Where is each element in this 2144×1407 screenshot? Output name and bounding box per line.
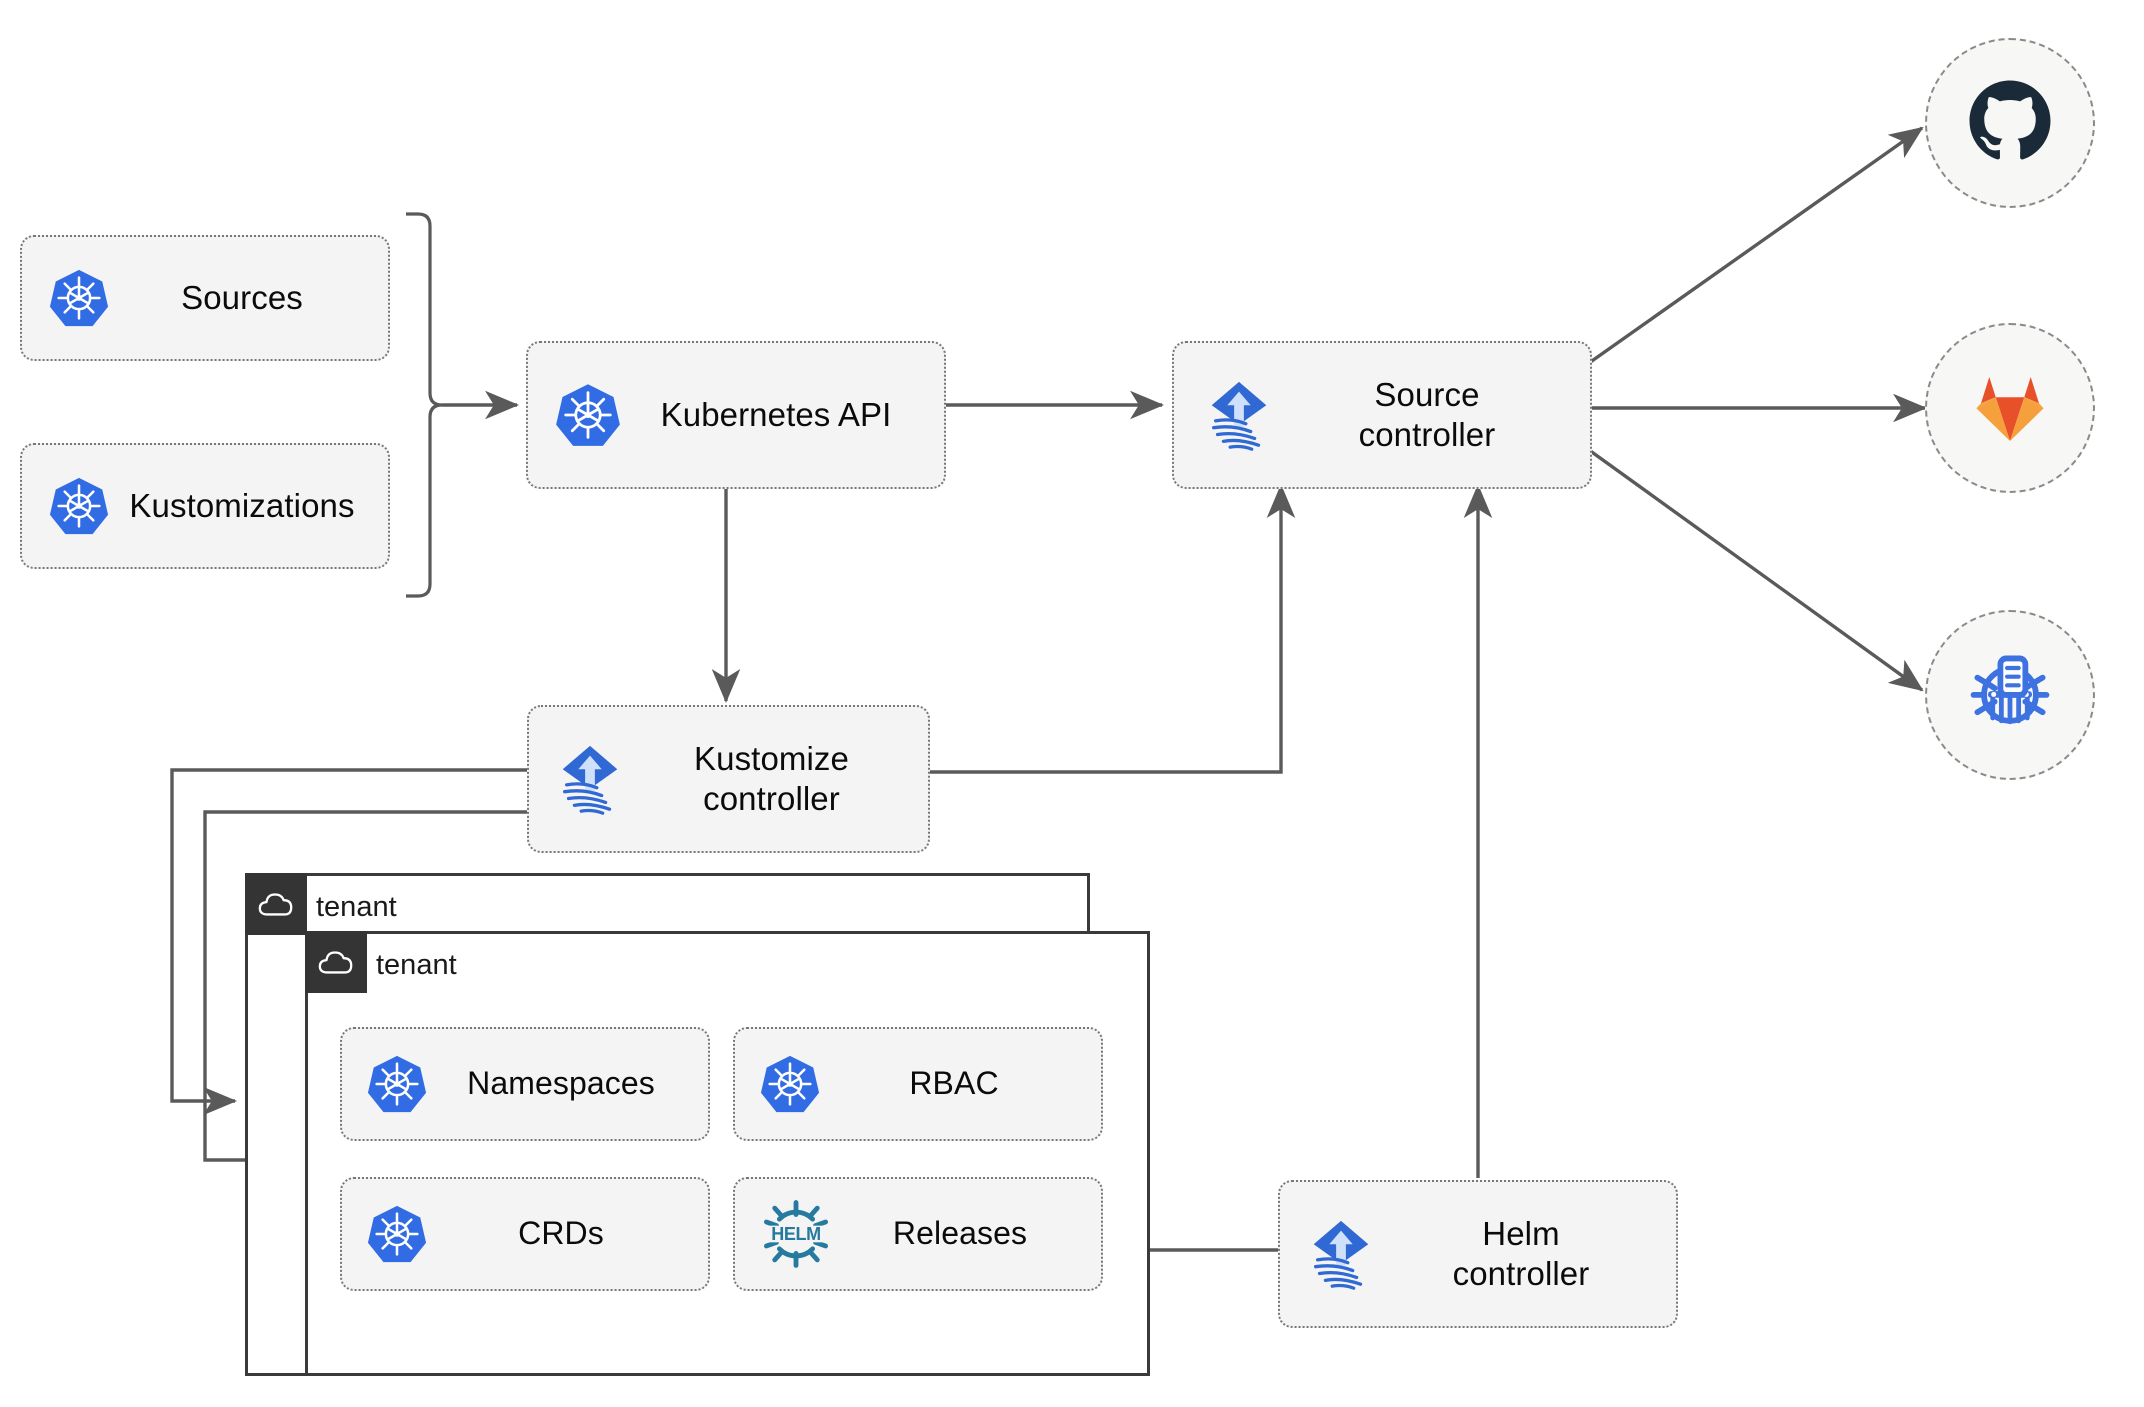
github-icon	[1964, 75, 2056, 172]
node-label: CRDs	[518, 1215, 604, 1252]
node-kubernetes-api[interactable]: Kubernetes API	[526, 341, 946, 489]
node-sources[interactable]: Sources	[20, 235, 390, 361]
svg-text:HELM: HELM	[771, 1224, 821, 1244]
node-helm-controller[interactable]: Helm controller	[1278, 1180, 1678, 1328]
kubernetes-icon	[554, 381, 622, 449]
node-source-controller[interactable]: Source controller	[1172, 341, 1592, 489]
node-label: Helm controller	[1452, 1214, 1590, 1292]
edge-source-to-helm-repo	[1588, 448, 1924, 692]
tenant-label: tenant	[316, 890, 397, 923]
repo-circle-helm-repository[interactable]	[1925, 610, 2095, 780]
kubernetes-icon	[759, 1053, 821, 1115]
kubernetes-icon	[366, 1053, 428, 1115]
node-label: Kustomize controller	[694, 739, 849, 817]
flux-icon	[551, 740, 629, 818]
node-label: Releases	[892, 1215, 1028, 1252]
tenant-container-inner[interactable]: tenant	[305, 931, 1150, 1376]
flux-icon	[1302, 1215, 1380, 1293]
repo-circle-gitlab[interactable]	[1925, 323, 2095, 493]
cloud-icon	[245, 873, 307, 935]
node-crds[interactable]: CRDs	[340, 1177, 710, 1291]
node-rbac[interactable]: RBAC	[733, 1027, 1103, 1141]
node-label: Kustomizations	[129, 486, 355, 524]
kubernetes-icon	[48, 267, 110, 329]
node-label: Namespaces	[467, 1065, 655, 1102]
tenant-label: tenant	[376, 948, 457, 981]
node-label: RBAC	[909, 1065, 999, 1102]
node-releases[interactable]: HELM Releases	[733, 1177, 1103, 1291]
helm-icon: HELM	[759, 1197, 833, 1271]
flux-icon	[1200, 376, 1278, 454]
node-namespaces[interactable]: Namespaces	[340, 1027, 710, 1141]
edge-source-to-github	[1588, 126, 1924, 365]
edge-kustomize-to-source	[930, 483, 1296, 774]
edge-group-bracket	[406, 212, 443, 598]
node-label: Sources	[181, 278, 303, 316]
repo-circle-github[interactable]	[1925, 38, 2095, 208]
node-label: Source controller	[1358, 375, 1496, 453]
kubernetes-icon	[366, 1203, 428, 1265]
kubernetes-icon	[48, 475, 110, 537]
cloud-icon	[305, 931, 367, 993]
node-kustomize-controller[interactable]: Kustomize controller	[527, 705, 930, 853]
node-label: Kubernetes API	[660, 395, 892, 433]
helm-repository-icon	[1962, 645, 2058, 746]
node-kustomizations[interactable]: Kustomizations	[20, 443, 390, 569]
gitlab-icon	[1964, 360, 2056, 457]
